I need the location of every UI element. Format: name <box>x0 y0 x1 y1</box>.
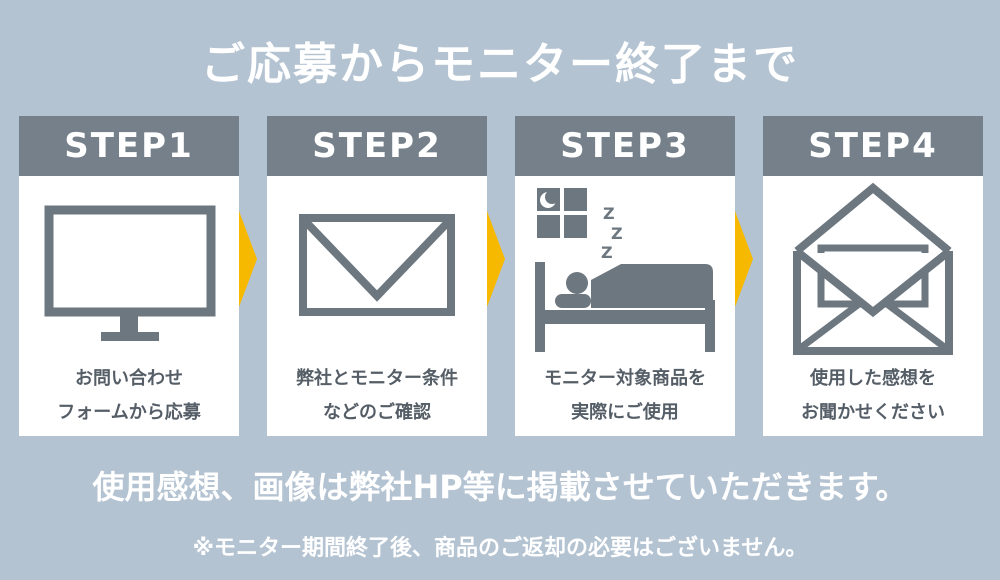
step-description-line1: 弊社とモニター条件 <box>296 368 458 389</box>
envelope-icon <box>267 176 487 356</box>
step-label: STEP2 <box>267 116 487 176</box>
step-card-2: STEP2 弊社とモニター条件 などのご確認 <box>267 116 487 436</box>
sleeping-bed-icon: Z Z Z <box>515 176 735 356</box>
step-label: STEP4 <box>763 116 983 176</box>
step-description: お問い合わせ フォームから応募 <box>19 362 239 430</box>
step-description-line2: お聞かせください <box>801 402 945 423</box>
step-description-line1: 使用した感想を <box>810 368 936 389</box>
zzz-icon: Z <box>603 204 615 223</box>
step-description: 弊社とモニター条件 などのご確認 <box>267 362 487 430</box>
step-description-line2: 実際にご使用 <box>571 402 679 423</box>
step-label: STEP1 <box>19 116 239 176</box>
step-label: STEP3 <box>515 116 735 176</box>
zzz-icon: Z <box>611 224 623 243</box>
zzz-icon: Z <box>601 243 613 262</box>
steps-row: STEP1 お問い合わせ フォームから応募 STEP2 弊社とモニター条件 など… <box>0 116 1000 436</box>
step-description-line1: お問い合わせ <box>75 368 183 389</box>
step-description: モニター対象商品を 実際にご使用 <box>515 362 735 430</box>
step-description-line2: フォームから応募 <box>57 402 201 423</box>
step-description-line2: などのご確認 <box>323 402 431 423</box>
notice-sub: ※モニター期間終了後、商品のご返却の必要はございません。 <box>192 536 808 561</box>
monitor-icon <box>19 176 239 356</box>
arrow-icon <box>487 211 505 307</box>
step-description: 使用した感想を お聞かせください <box>763 362 983 430</box>
step-card-3: STEP3 Z Z Z <box>515 116 735 436</box>
arrow-icon <box>735 211 753 307</box>
step-description-line1: モニター対象商品を <box>544 368 706 389</box>
notice-main: 使用感想、画像は弊社HP等に掲載させていただきます。 <box>92 468 908 506</box>
step-card-1: STEP1 お問い合わせ フォームから応募 <box>19 116 239 436</box>
page-title: ご応募からモニター終了まで <box>201 39 799 90</box>
arrow-icon <box>239 211 257 307</box>
step-card-4: STEP4 使用した感想を お聞かせください <box>763 116 983 436</box>
open-envelope-icon <box>763 176 983 356</box>
